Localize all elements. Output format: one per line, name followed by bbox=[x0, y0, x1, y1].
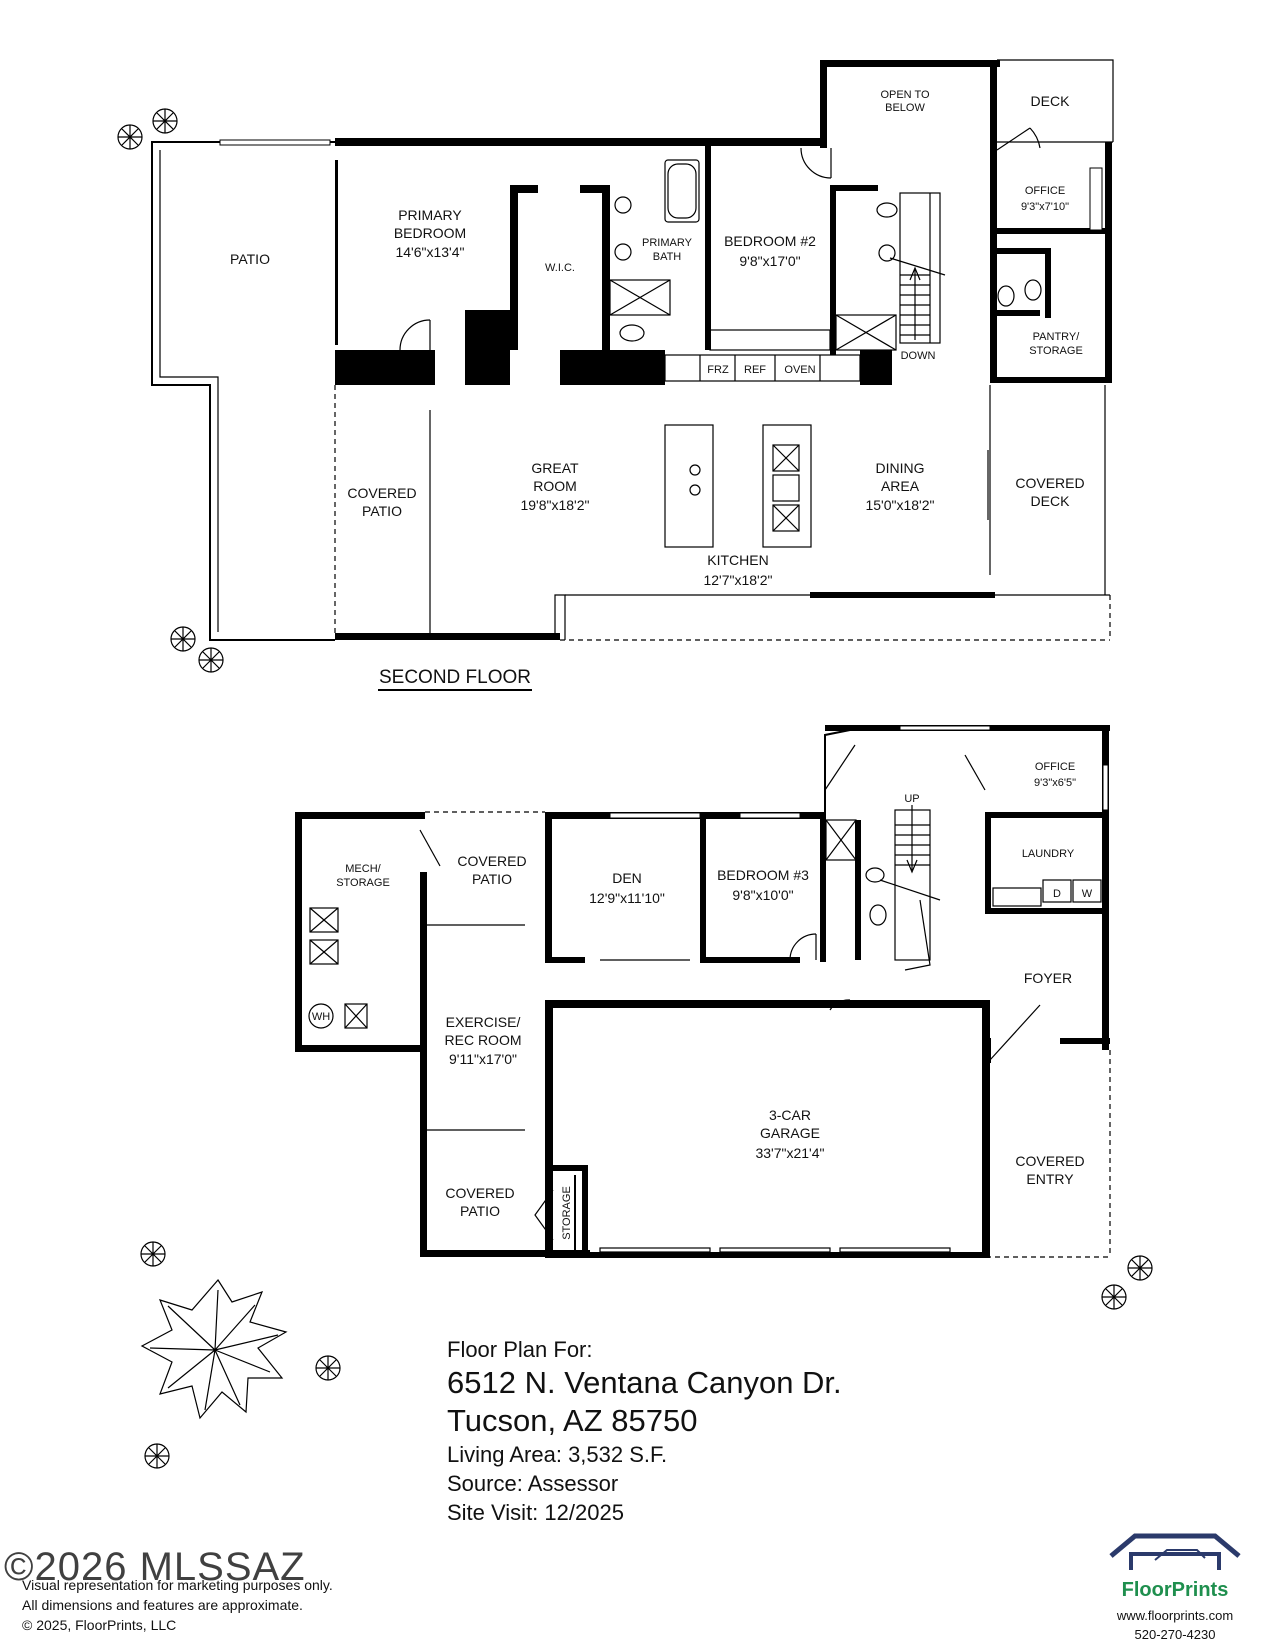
primary-bedroom-label-1: PRIMARY bbox=[398, 207, 462, 223]
deck-label: DECK bbox=[1031, 93, 1071, 109]
open-to-below-label-1: OPEN TO bbox=[880, 89, 930, 101]
covered-patio-label-2: PATIO bbox=[362, 503, 402, 519]
refrigerator-label: REF bbox=[744, 364, 766, 376]
house-logo-icon bbox=[1109, 1533, 1241, 1570]
covered-patio-bottom-label-2: PATIO bbox=[460, 1203, 500, 1219]
shrub-icon bbox=[144, 1443, 170, 1469]
dining-area-dimensions: 15'0"x18'2" bbox=[865, 497, 934, 513]
stairs-down-label: DOWN bbox=[901, 350, 936, 362]
shrub-icon bbox=[198, 647, 224, 673]
kitchen-label: KITCHEN bbox=[707, 552, 768, 568]
dining-area-label-1: DINING bbox=[876, 460, 925, 476]
patio-label: PATIO bbox=[230, 251, 270, 267]
pantry-label-2: STORAGE bbox=[1029, 345, 1083, 357]
great-room-label-2: ROOM bbox=[533, 478, 577, 494]
den-dimensions: 12'9"x11'10" bbox=[589, 890, 665, 906]
lower-office-dimensions: 9'3"x6'5" bbox=[1034, 777, 1076, 789]
shrub-icon bbox=[117, 124, 143, 150]
oven-label: OVEN bbox=[784, 364, 815, 376]
shrub-icon bbox=[140, 1241, 166, 1267]
kitchen-dimensions: 12'7"x18'2" bbox=[703, 572, 772, 588]
shrub-icon bbox=[1101, 1284, 1127, 1310]
covered-patio-label-1: COVERED bbox=[347, 485, 416, 501]
upper-office-dimensions: 9'3"x7'10" bbox=[1021, 201, 1069, 213]
brand-website[interactable]: www.floorprints.com bbox=[1116, 1608, 1234, 1623]
shrub-icon bbox=[170, 626, 196, 652]
foyer-label: FOYER bbox=[1024, 970, 1072, 986]
disclaimer: Visual representation for marketing purp… bbox=[22, 1575, 333, 1635]
primary-bedroom-label-2: BEDROOM bbox=[394, 225, 466, 241]
freezer-label: FRZ bbox=[707, 364, 729, 376]
mech-storage-label-1: MECH/ bbox=[345, 863, 381, 875]
bedroom-2-label: BEDROOM #2 bbox=[724, 233, 816, 249]
open-to-below-label-2: BELOW bbox=[885, 102, 925, 114]
covered-deck-label-1: COVERED bbox=[1015, 475, 1084, 491]
second-floor-plan: FRZ REF OVEN bbox=[151, 59, 1114, 691]
living-area: Living Area: 3,532 S.F. bbox=[447, 1442, 668, 1467]
den-label: DEN bbox=[612, 870, 642, 886]
garage-dimensions: 33'7"x21'4" bbox=[755, 1145, 824, 1161]
address-line-2: Tucson, AZ 85750 bbox=[447, 1403, 698, 1438]
primary-bedroom-dimensions: 14'6"x13'4" bbox=[395, 244, 464, 260]
brand-block: FloorPrints www.floorprints.com 520-270-… bbox=[1090, 1530, 1260, 1642]
disclaimer-line-3: © 2025, FloorPrints, LLC bbox=[22, 1617, 177, 1633]
covered-entry-label-2: ENTRY bbox=[1026, 1171, 1074, 1187]
covered-patio-top-label-1: COVERED bbox=[457, 853, 526, 869]
brand-phone: 520-270-4230 bbox=[1134, 1627, 1216, 1642]
brand-name: FloorPrints bbox=[1121, 1579, 1229, 1601]
shrub-icon bbox=[152, 108, 178, 134]
bedroom-3-label: BEDROOM #3 bbox=[717, 867, 809, 883]
exercise-room-dimensions: 9'11"x17'0" bbox=[449, 1051, 517, 1067]
stairs-up-label: UP bbox=[904, 793, 919, 805]
upper-office-label: OFFICE bbox=[1025, 185, 1065, 197]
info-label: Floor Plan For: bbox=[447, 1337, 593, 1362]
first-floor-plan: MECH/ STORAGE WH COVERED PATIO DEN 12'9"… bbox=[295, 725, 1111, 1258]
lower-office-label: OFFICE bbox=[1035, 761, 1075, 773]
dryer-label: D bbox=[1053, 888, 1061, 900]
garage-storage-label: STORAGE bbox=[561, 1186, 573, 1240]
mls-watermark: ©2026 MLSSAZ bbox=[4, 1545, 306, 1589]
primary-bath-label-1: PRIMARY bbox=[642, 237, 693, 249]
covered-patio-bottom-label-1: COVERED bbox=[445, 1185, 514, 1201]
pantry-label-1: PANTRY/ bbox=[1033, 331, 1081, 343]
garage-label-1: 3-CAR bbox=[769, 1107, 811, 1123]
disclaimer-line-1: Visual representation for marketing purp… bbox=[22, 1577, 333, 1593]
source: Source: Assessor bbox=[447, 1471, 619, 1496]
shrub-icon bbox=[315, 1355, 341, 1381]
dining-area-label-2: AREA bbox=[881, 478, 920, 494]
address-line-1: 6512 N. Ventana Canyon Dr. bbox=[447, 1365, 842, 1400]
bedroom-2-dimensions: 9'8"x17'0" bbox=[739, 253, 800, 269]
great-room-dimensions: 19'8"x18'2" bbox=[520, 497, 589, 513]
primary-bath-label-2: BATH bbox=[653, 251, 682, 263]
wic-label: W.I.C. bbox=[545, 262, 575, 274]
bedroom-3-dimensions: 9'8"x10'0" bbox=[732, 887, 793, 903]
garage-label-2: GARAGE bbox=[760, 1125, 820, 1141]
disclaimer-line-2: All dimensions and features are approxim… bbox=[22, 1597, 303, 1613]
shrub-icon bbox=[1127, 1255, 1153, 1281]
floor-plan-info: Floor Plan For: 6512 N. Ventana Canyon D… bbox=[447, 1335, 1007, 1527]
covered-patio-top-label-2: PATIO bbox=[472, 871, 512, 887]
water-heater-label: WH bbox=[312, 1011, 330, 1023]
second-floor-title: SECOND FLOOR bbox=[379, 667, 531, 688]
washer-label: W bbox=[1082, 888, 1093, 900]
great-room-label-1: GREAT bbox=[531, 460, 579, 476]
laundry-label: LAUNDRY bbox=[1022, 848, 1075, 860]
mech-storage-label-2: STORAGE bbox=[336, 877, 390, 889]
exercise-room-label-1: EXERCISE/ bbox=[446, 1014, 521, 1030]
exercise-room-label-2: REC ROOM bbox=[445, 1032, 522, 1048]
tree-icon bbox=[140, 1278, 288, 1420]
covered-deck-label-2: DECK bbox=[1031, 493, 1071, 509]
site-visit: Site Visit: 12/2025 bbox=[447, 1500, 624, 1525]
covered-entry-label-1: COVERED bbox=[1015, 1153, 1084, 1169]
